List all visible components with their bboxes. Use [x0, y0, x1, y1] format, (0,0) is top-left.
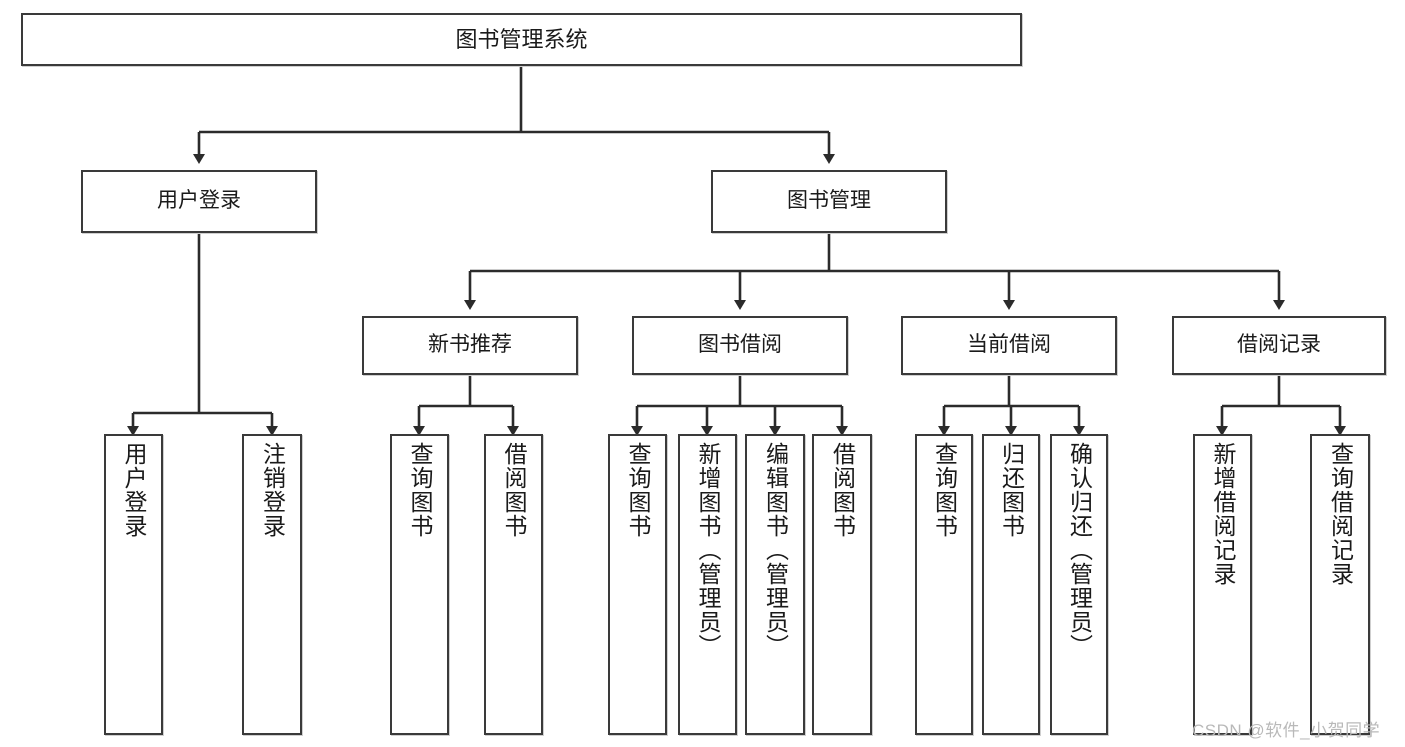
- leaf-return-book[interactable]: 归还图书: [982, 434, 1040, 735]
- node-label: 借阅图书: [829, 442, 856, 538]
- node-label: 查询图书: [931, 442, 958, 538]
- node-borrow-record[interactable]: 借阅记录: [1172, 316, 1386, 375]
- node-label: 用户登录: [157, 189, 241, 213]
- node-label: 注销登录: [259, 442, 286, 538]
- node-label: 查询图书: [407, 442, 433, 538]
- node-label: 当前借阅: [967, 333, 1051, 357]
- node-book-management[interactable]: 图书管理: [711, 170, 947, 233]
- node-current-borrow[interactable]: 当前借阅: [901, 316, 1117, 375]
- leaf-query-book-new-book[interactable]: 查询图书: [390, 434, 449, 735]
- leaf-borrow-book-borrow[interactable]: 借阅图书: [812, 434, 872, 735]
- node-label: 新增图书（管理员）: [695, 442, 721, 658]
- node-label: 新书推荐: [428, 333, 512, 357]
- leaf-add-borrow-record[interactable]: 新增借阅记录: [1193, 434, 1252, 735]
- node-root-system[interactable]: 图书管理系统: [21, 13, 1022, 66]
- leaf-query-borrow-record[interactable]: 查询借阅记录: [1310, 434, 1370, 735]
- node-label: 借阅图书: [501, 442, 527, 538]
- node-label: 用户登录: [121, 442, 147, 538]
- node-user-login[interactable]: 用户登录: [81, 170, 317, 233]
- leaf-user-login[interactable]: 用户登录: [104, 434, 163, 735]
- node-label: 新增借阅记录: [1210, 442, 1236, 586]
- node-label: 借阅记录: [1237, 333, 1321, 357]
- leaf-add-book-admin[interactable]: 新增图书（管理员）: [678, 434, 737, 735]
- leaf-edit-book-admin[interactable]: 编辑图书（管理员）: [745, 434, 805, 735]
- leaf-query-book-borrow[interactable]: 查询图书: [608, 434, 667, 735]
- node-label: 图书管理系统: [455, 26, 588, 52]
- node-label: 编辑图书（管理员）: [762, 442, 789, 658]
- node-new-book-recommendation[interactable]: 新书推荐: [362, 316, 578, 375]
- node-book-borrow[interactable]: 图书借阅: [632, 316, 848, 375]
- node-label: 查询图书: [625, 442, 651, 538]
- node-label: 查询借阅记录: [1327, 442, 1354, 586]
- leaf-logout-login[interactable]: 注销登录: [242, 434, 302, 735]
- leaf-confirm-return-admin[interactable]: 确认归还（管理员）: [1050, 434, 1108, 735]
- node-label: 确认归还（管理员）: [1066, 442, 1093, 658]
- node-label: 图书管理: [787, 189, 871, 213]
- leaf-borrow-book-new-book[interactable]: 借阅图书: [484, 434, 543, 735]
- node-label: 图书借阅: [698, 333, 782, 357]
- node-label: 归还图书: [998, 442, 1025, 538]
- leaf-query-book-current[interactable]: 查询图书: [915, 434, 973, 735]
- csdn-watermark: CSDN @软件_小贺同学: [1192, 721, 1381, 740]
